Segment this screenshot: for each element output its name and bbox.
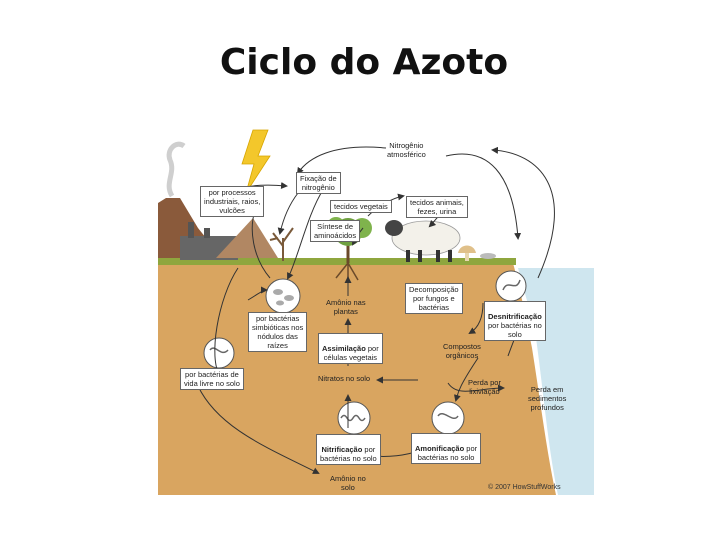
label-nitrification: Nitrificação por bactérias no solo <box>316 434 381 465</box>
mushroom-icon <box>458 245 476 253</box>
label-leaching: Perda por lixiviação <box>468 378 501 396</box>
label-sediment-loss: Perda em sedimentos profundos <box>528 385 567 412</box>
label-nitrification-rest: por bactérias no solo <box>320 445 377 463</box>
lightning-icon <box>241 129 271 194</box>
volcano-smoke <box>166 141 186 198</box>
label-organic-compounds: Compostos orgânicos <box>443 342 481 360</box>
bacteria-circle-ammonification <box>431 401 465 435</box>
label-decomposition: Decomposição por fungos e bactérias <box>405 283 463 314</box>
label-nitrification-bold: Nitrificação <box>321 445 363 454</box>
slide-title: Ciclo do Azoto <box>219 42 509 83</box>
bacteria-circle-free-living <box>203 337 235 369</box>
label-nitrogen-atmospheric: Nitrogênio atmosférico <box>387 141 426 159</box>
label-ammonification: Amonificação por bactérias no solo <box>411 433 482 464</box>
bacteria-circle-symbiotic <box>265 278 301 314</box>
label-ammonification-bold: Amonificação <box>415 444 465 453</box>
nitrogen-cycle-diagram: Nitrogênio atmosférico Fixação de nitrog… <box>158 128 594 495</box>
label-assimilation-bold: Assimilação <box>322 344 366 353</box>
bacteria-circle-denitrification <box>495 270 527 302</box>
label-industrial-processes: por processos industriais, raios, vulcõe… <box>200 186 265 217</box>
bare-plant-icon <box>269 227 294 261</box>
sheep-icon <box>391 220 461 256</box>
label-denitrification-bold: Desnitrificação <box>488 312 542 321</box>
label-plant-tissue: tecidos vegetais <box>330 200 392 213</box>
label-ammonium-plants: Amônio nas plantas <box>326 298 366 316</box>
label-assimilation: Assimilação por células vegetais <box>318 333 383 364</box>
label-nitrates-soil: Nitratos no solo <box>318 374 371 383</box>
bacteria-circle-nitrification <box>337 401 371 435</box>
label-denitrification: Desnitrificação por bactérias no solo <box>484 301 546 341</box>
label-ammonification-rest: por bactérias no solo <box>417 444 478 462</box>
label-nitrogen-fixation: Fixação de nitrogênio <box>296 172 341 194</box>
label-symbiotic-bacteria: por bactérias simbióticas nos nódulos da… <box>248 312 308 352</box>
label-free-living-bacteria: por bactérias de vida livre no solo <box>180 368 244 390</box>
label-denitrification-rest: por bactérias no solo <box>488 321 542 339</box>
grass-line <box>158 258 516 265</box>
label-assimilation-rest: por células vegetais <box>323 344 379 362</box>
label-animal-tissue: tecidos animais, fezes, urina <box>406 196 468 218</box>
label-ammonium-soil: Amônio no solo <box>330 474 366 492</box>
copyright-notice: © 2007 HowStuffWorks <box>488 484 561 491</box>
label-amino-synthesis: Síntese de aminoácidos <box>310 220 361 242</box>
